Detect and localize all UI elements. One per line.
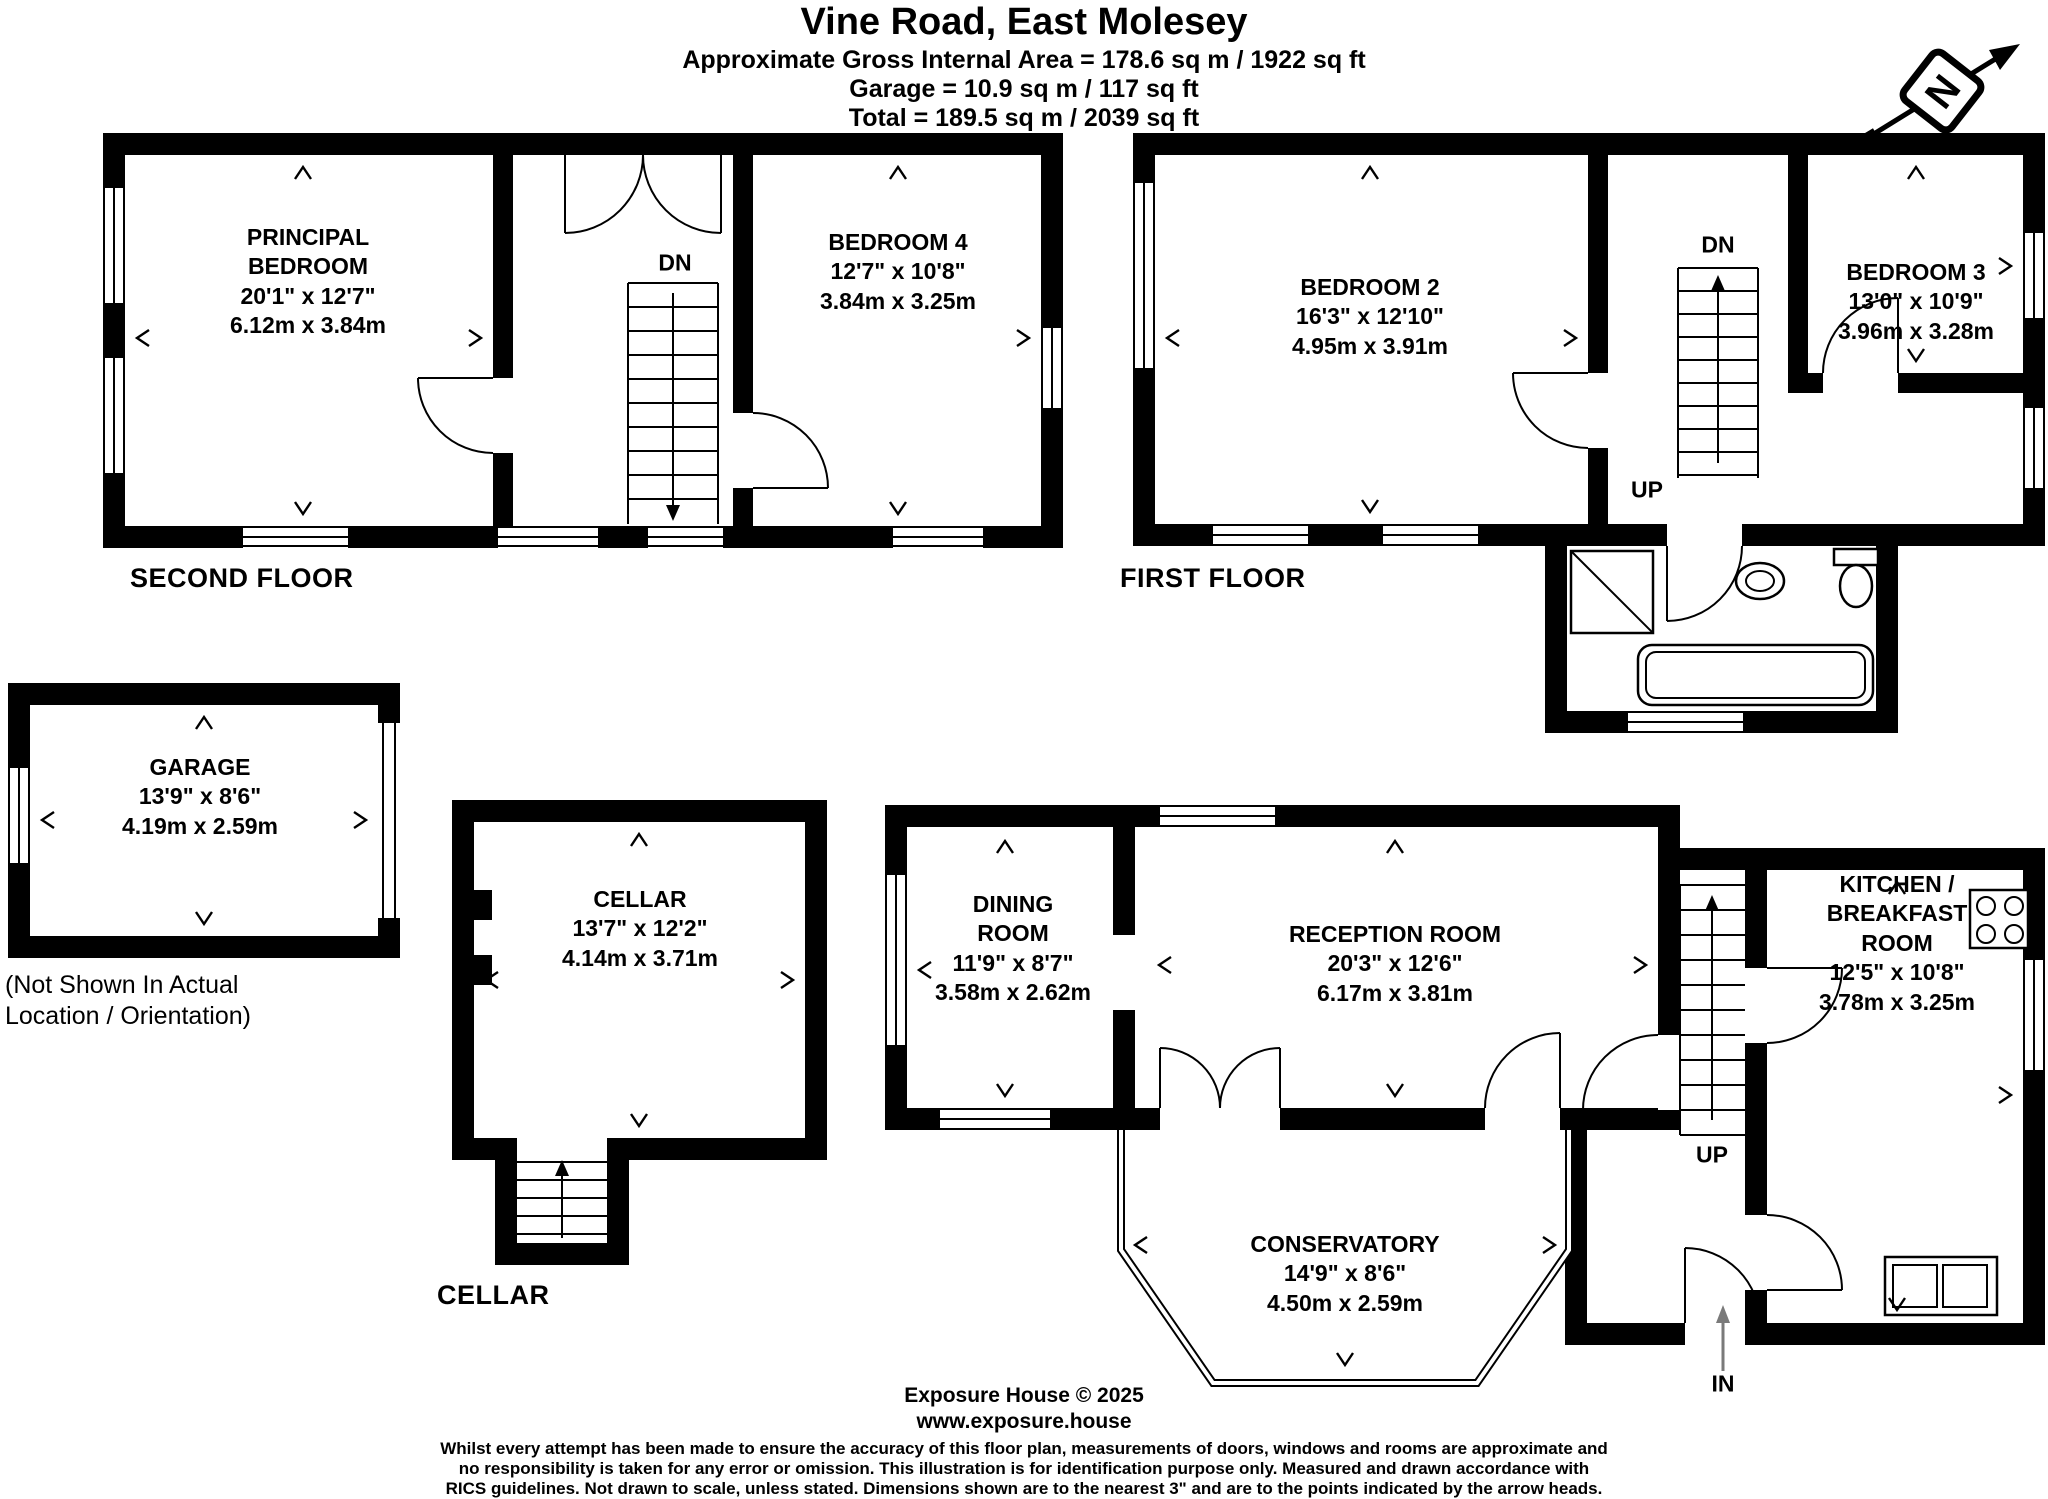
stairs-icon xyxy=(517,1160,607,1238)
ground-floor-plan: DINING ROOM 11'9" x 8'7" 3.58m x 2.62m R… xyxy=(885,795,2048,1397)
walls xyxy=(452,800,827,1265)
stairs-up-label: UP xyxy=(1696,1141,1728,1168)
sink-icon xyxy=(1734,561,1786,601)
room-label-principal-bedroom: PRINCIPAL BEDROOM 20'1" x 12'7" 6.12m x … xyxy=(229,224,386,339)
second-floor-drawing xyxy=(103,133,1063,548)
compass-icon: N xyxy=(1852,44,2020,152)
stairs-icon xyxy=(1679,884,1745,1136)
cupboard xyxy=(1569,549,1655,635)
compass-arrowhead xyxy=(1989,44,2020,70)
garage-note: (Not Shown In Actual Location / Orientat… xyxy=(5,971,251,1031)
first-floor-plan: BEDROOM 2 16'3" x 12'10" 4.95m x 3.91m B… xyxy=(1133,133,2045,733)
door-arc xyxy=(1822,297,1899,374)
door-arc xyxy=(1766,1214,1843,1291)
room-label-reception-room: RECEPTION ROOM 20'3" x 12'6" 6.17m x 3.8… xyxy=(1288,921,1502,1006)
room-label-dining-room: DINING ROOM 11'9" x 8'7" 3.58m x 2.62m xyxy=(934,891,1092,1006)
disclaimer: Whilst every attempt has been made to en… xyxy=(0,1439,2048,1499)
garage-plan: GARAGE 13'9" x 8'6" 4.19m x 2.59m xyxy=(8,683,400,958)
stairs-down-label: DN xyxy=(658,249,692,276)
room-label-conservatory: CONSERVATORY 14'9" x 8'6" 4.50m x 2.59m xyxy=(1250,1231,1440,1316)
disclaimer-line: RICS guidelines. Not drawn to scale, unl… xyxy=(445,1478,1603,1498)
entrance-in-label: IN xyxy=(1711,1370,1735,1397)
room-label-bedroom-3: BEDROOM 3 13'0" x 10'9" 3.96m x 3.28m xyxy=(1837,259,1995,344)
entrance-arrow-icon xyxy=(1716,1305,1730,1371)
door-arc xyxy=(752,412,829,489)
stove-icon xyxy=(1968,888,2030,950)
room-label-kitchen: KITCHEN / BREAKFAST ROOM 12'5" x 10'8" 3… xyxy=(1818,871,1975,1015)
windows xyxy=(103,188,1063,548)
cellar-drawing xyxy=(452,800,827,1265)
door-arc xyxy=(1219,1047,1281,1109)
cellar-caption: CELLAR xyxy=(437,1280,550,1310)
website-text: www.exposure.house xyxy=(916,1409,1132,1433)
ground-floor-drawing xyxy=(885,805,2045,1387)
gross-area-line: Approximate Gross Internal Area = 178.6 … xyxy=(682,45,1366,74)
dimension-arrows xyxy=(134,164,1032,517)
walls xyxy=(8,683,400,958)
dimension-arrows xyxy=(1164,164,2014,515)
disclaimer-line: no responsibility is taken for any error… xyxy=(458,1459,1590,1479)
door-arc xyxy=(642,154,722,234)
second-floor-caption: SECOND FLOOR xyxy=(130,563,354,593)
bathroom-fixtures xyxy=(1569,547,1880,707)
second-floor-plan: PRINCIPAL BEDROOM 20'1" x 12'7" 6.12m x … xyxy=(103,133,1063,548)
dimension-arrows xyxy=(916,838,2014,1368)
room-label-bedroom-2: BEDROOM 2 16'3" x 12'10" 4.95m x 3.91m xyxy=(1291,274,1449,359)
door-arc xyxy=(417,377,494,454)
doors xyxy=(1159,967,1843,1324)
room-label-cellar: CELLAR 13'7" x 12'2" 4.14m x 3.71m xyxy=(561,886,719,971)
sink-icon xyxy=(1883,1255,1999,1317)
header: Vine Road, East Molesey Approximate Gros… xyxy=(0,0,2048,133)
first-floor-caption: FIRST FLOOR xyxy=(1120,563,1306,593)
stairs-icon xyxy=(627,282,719,524)
conservatory-glass xyxy=(1117,1130,1573,1387)
windows xyxy=(8,768,30,863)
room-label-garage: GARAGE 13'9" x 8'6" 4.19m x 2.59m xyxy=(121,754,279,839)
garage-drawing xyxy=(8,683,400,958)
garage-door xyxy=(382,723,396,918)
door-arc xyxy=(1684,1247,1761,1324)
doors xyxy=(417,154,829,489)
stairs-down-label: DN xyxy=(1701,231,1735,258)
doors xyxy=(1512,297,1899,622)
first-floor-drawing xyxy=(1133,133,2045,733)
total-area-line: Total = 189.5 sq m / 2039 sq ft xyxy=(848,103,1200,132)
garage-area-line: Garage = 10.9 sq m / 117 sq ft xyxy=(849,74,1199,103)
walls xyxy=(1133,133,2045,733)
door-arc xyxy=(1159,1047,1221,1109)
cellar-plan: CELLAR 13'7" x 12'2" 4.14m x 3.71m xyxy=(452,800,827,1265)
kitchen-fixtures xyxy=(1883,888,2030,1317)
door-arc xyxy=(564,154,644,234)
door-arc xyxy=(1484,1032,1561,1109)
footer: Exposure House © 2025 www.exposure.house… xyxy=(0,1383,2048,1499)
toilet-icon xyxy=(1832,547,1880,609)
door-arc xyxy=(1666,545,1743,622)
windows xyxy=(1133,183,2045,733)
stairs-icon xyxy=(1677,267,1759,478)
company-credit: Exposure House © 2025 xyxy=(904,1384,1144,1407)
door-arc xyxy=(1766,967,1843,1044)
compass-square: N xyxy=(1899,48,1985,134)
door-arc xyxy=(1512,372,1589,449)
bathtub-icon xyxy=(1636,643,1875,707)
dimension-arrows xyxy=(483,831,796,1129)
windows xyxy=(885,805,2045,1130)
page-title: Vine Road, East Molesey xyxy=(800,1,1248,43)
room-label-bedroom-4: BEDROOM 4 12'7" x 10'8" 3.84m x 3.25m xyxy=(819,229,977,314)
stairs-up-label: UP xyxy=(1631,476,1663,503)
dimension-arrows xyxy=(39,714,369,927)
disclaimer-line: Whilst every attempt has been made to en… xyxy=(440,1439,1608,1459)
door-arc xyxy=(1582,1034,1659,1111)
